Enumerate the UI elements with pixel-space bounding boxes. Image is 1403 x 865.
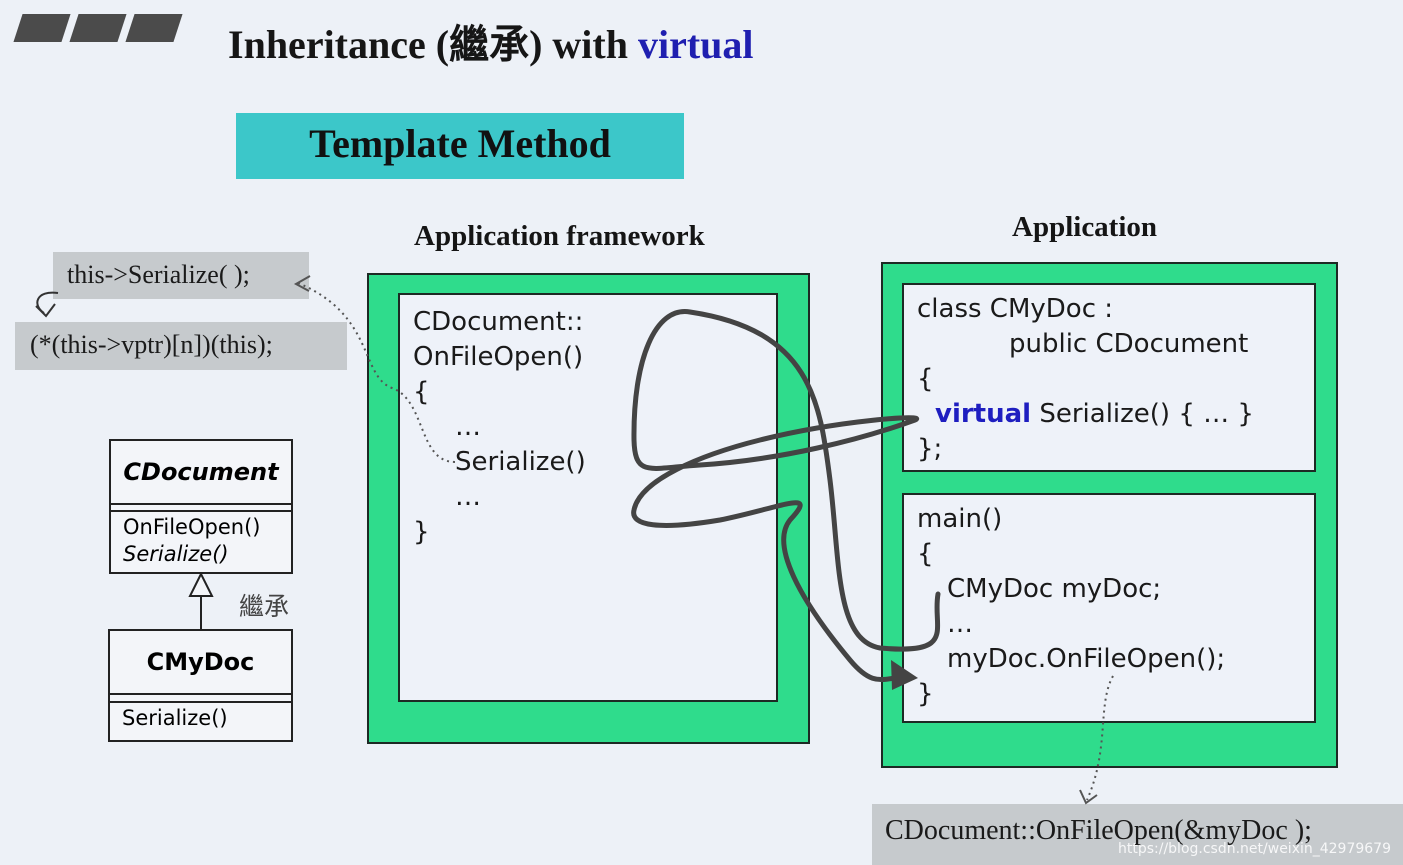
title-prefix: Inheritance (繼承) with	[228, 22, 638, 67]
code-line: CDocument::	[413, 307, 584, 337]
code-line: main()	[917, 504, 1003, 534]
uml-cdocument-ops: OnFileOpen() Serialize()	[111, 510, 291, 568]
vptr-text: (*(this->vptr)[n])(this);	[30, 330, 273, 359]
main-panel	[902, 493, 1316, 723]
serialize-decl: Serialize() { … }	[1031, 399, 1254, 429]
uml-op: OnFileOpen()	[123, 515, 261, 539]
this-serialize-text: this->Serialize( );	[67, 260, 250, 289]
title-keyword: virtual	[637, 22, 754, 67]
class-panel	[902, 283, 1316, 472]
template-method-banner	[236, 113, 684, 179]
onfileopen-text: CDocument::OnFileOpen(&myDoc );	[885, 815, 1312, 846]
framework-panel	[398, 293, 778, 702]
code-line: …	[947, 609, 973, 639]
uml-cmydoc: CMyDoc Serialize()	[108, 629, 293, 742]
code-line: CMyDoc myDoc;	[947, 574, 1162, 604]
uml-divider	[110, 693, 291, 701]
code-line: {	[413, 377, 430, 407]
dotted-call-line	[297, 282, 456, 463]
flow-arrowhead	[891, 660, 918, 690]
uml-divider	[111, 503, 291, 510]
class-code: class CMyDoc : public CDocument {virtual S…	[917, 292, 1254, 467]
main-code: main() { CMyDoc myDoc; … myDoc.OnFileOpen();…	[917, 502, 1225, 712]
onfileopen-chip	[872, 804, 1403, 865]
curl-arrowhead	[35, 303, 56, 318]
uml-cmydoc-name: CMyDoc	[146, 648, 255, 676]
code-line: {	[917, 364, 934, 394]
inheritance-arrow	[188, 571, 214, 597]
dotted-onfileopen-line	[1086, 675, 1114, 801]
code-line: myDoc.OnFileOpen();	[947, 644, 1226, 674]
template-method-label: Template Method	[309, 121, 611, 166]
code-line: Serialize()	[455, 447, 586, 477]
vptr-chip	[15, 322, 347, 370]
code-line: …	[455, 482, 481, 512]
framework-heading: Application framework	[414, 220, 705, 252]
uml-cdocument-name: CDocument	[123, 458, 279, 486]
this-serialize-chip	[53, 252, 309, 299]
flow-scribble	[631, 309, 941, 683]
code-line: …	[455, 412, 481, 442]
code-line: }	[413, 517, 430, 547]
code-line: }	[917, 679, 934, 709]
uml-cmydoc-ops: Serialize()	[110, 701, 291, 732]
dotted-onfileopen-arrowhead	[1079, 789, 1098, 805]
framework-code: CDocument::OnFileOpen(){…Serialize()…}	[413, 305, 586, 550]
virtual-keyword: virtual	[935, 399, 1032, 429]
code-line: OnFileOpen()	[413, 342, 584, 372]
uml-cdocument: CDocument OnFileOpen() Serialize()	[109, 439, 293, 574]
uml-op: Serialize()	[122, 706, 228, 730]
slide-title: Inheritance (繼承) with virtual	[228, 12, 754, 70]
watermark: https://blog.csdn.net/weixin_42979679	[1117, 841, 1391, 857]
uml-op: Serialize()	[123, 542, 229, 566]
code-line: virtual Serialize() { … }	[917, 397, 1254, 432]
dotted-call-arrowhead	[293, 275, 311, 292]
inherit-label: 繼承	[239, 592, 290, 621]
code-line: {	[917, 539, 934, 569]
code-line: class CMyDoc :	[917, 294, 1114, 324]
code-line: public CDocument	[1009, 329, 1249, 359]
code-line: };	[917, 434, 943, 464]
application-heading: Application	[1012, 211, 1158, 243]
